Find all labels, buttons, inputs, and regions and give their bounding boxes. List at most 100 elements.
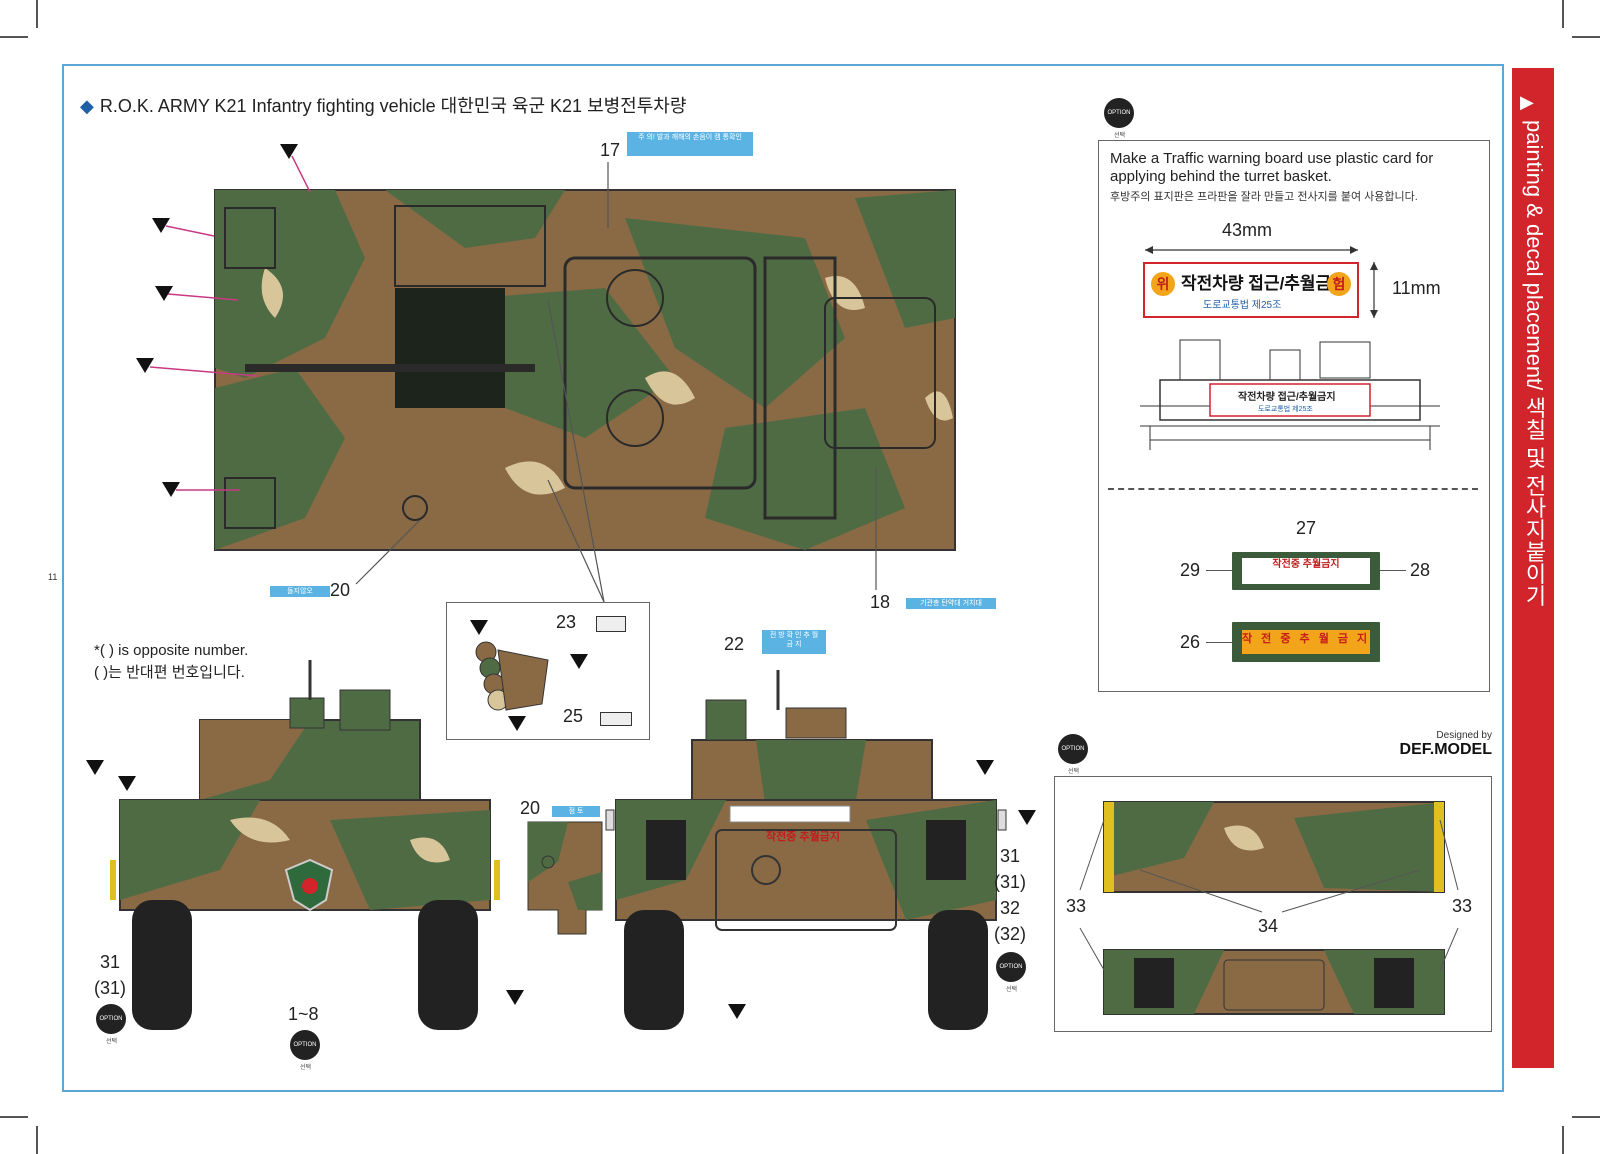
crop-mark — [1562, 1126, 1564, 1154]
instruction-en: Make a Traffic warning board use plastic… — [1110, 150, 1434, 185]
callout-marker — [570, 654, 588, 669]
option-sub-label: 선택 — [106, 1039, 118, 1045]
callout-marker — [728, 1004, 746, 1019]
callout-marker — [162, 482, 180, 497]
part-number-31: 31 — [1000, 846, 1021, 866]
note-line-ko: ( )는 반대편 번호입니다. — [94, 664, 245, 681]
decal-swatch — [596, 616, 626, 632]
part-number-31-opposite: (31) — [94, 978, 127, 998]
option-sub-label: 선택 — [1006, 987, 1018, 993]
divider — [1108, 488, 1478, 490]
danger-left-icon: 위 — [1151, 272, 1175, 296]
designer-credit: Designed by DEF.MODEL — [1380, 730, 1492, 759]
leader-line — [1206, 642, 1232, 643]
opposite-number-note: *( ) is opposite number. ( )는 반대편 번호입니다. — [94, 640, 248, 684]
part-number-27: 27 — [1296, 518, 1317, 538]
option-sub-label: 선택 — [1068, 769, 1080, 775]
option-badge: OPTION — [996, 952, 1026, 982]
note-label: 점 토 — [552, 806, 600, 817]
crop-mark — [36, 1126, 38, 1154]
note-label: 돌지않오 — [270, 586, 330, 597]
note-label: 기관총 탄약대 거치대 — [906, 598, 996, 609]
decal-26-text: 작 전 중 추 월 금 지 — [1242, 630, 1370, 654]
section-tab — [1512, 68, 1554, 1068]
decal-26: 작 전 중 추 월 금 지 — [1232, 622, 1380, 662]
crop-mark — [0, 36, 28, 38]
callout-marker — [508, 716, 526, 731]
section-tab-label: painting & decal placement/ 색칠 및 전사지붙이기 — [1522, 120, 1547, 607]
part-number-31: 31 — [100, 952, 121, 972]
leader-line — [1206, 570, 1232, 571]
decal-swatch — [600, 712, 632, 726]
part-number-29: 29 — [1180, 560, 1201, 580]
crop-mark — [0, 1116, 28, 1118]
part-number-26: 26 — [1180, 632, 1201, 652]
turret-basket-drawing — [1140, 339, 1440, 450]
mini-warning-subtext: 도로교통법 제25조 — [1258, 406, 1313, 413]
part-number-32: 32 — [1000, 898, 1021, 918]
page-title: ◆R.O.K. ARMY K21 Infantry fighting vehic… — [80, 92, 686, 118]
callout-marker — [118, 776, 136, 791]
part-number-22: 22 — [724, 634, 745, 654]
note-line-en: *( ) is opposite number. — [94, 642, 249, 659]
part-number-33: 33 — [1066, 896, 1087, 916]
diamond-icon: ◆ — [80, 96, 94, 116]
detail-panel-20 — [527, 821, 603, 935]
part-number-25: 25 — [563, 706, 584, 726]
callout-marker — [155, 286, 173, 301]
option-badge: OPTION — [1104, 98, 1134, 128]
smoke-launcher-drawing — [475, 641, 549, 711]
part-number-23: 23 — [556, 612, 577, 632]
part-number-31-opposite: (31) — [994, 872, 1027, 892]
decal-27-text: 작전중 추월금지 — [1242, 558, 1370, 584]
vehicle-top-view — [214, 189, 956, 551]
part-number-20: 20 — [330, 580, 351, 600]
rear-plate-drawing — [1103, 801, 1445, 1015]
crop-mark — [1562, 0, 1564, 28]
caution-note: 주 의! 발과 깨해의 손음이 캠 통확인 — [627, 132, 753, 156]
warning-board-subtext: 도로교통법 제25조 — [1203, 300, 1282, 311]
mini-warning-text: 작전차량 접근/추월금지 — [1238, 392, 1336, 403]
part-number-1-8: 1~8 — [288, 1004, 319, 1024]
instruction-ko: 후방주의 표지판은 프라판을 잘라 만들고 전사지를 붙여 사용합니다. — [1110, 191, 1418, 203]
part-number-33: 33 — [1452, 896, 1473, 916]
vehicle-rear-view — [605, 670, 1007, 1030]
crop-mark — [36, 0, 38, 28]
rear-warning-decal: 작전중 추월금지 — [766, 831, 840, 843]
crop-mark — [1572, 36, 1600, 38]
callout-marker — [976, 760, 994, 775]
option-badge: OPTION — [290, 1030, 320, 1060]
decal-27: 작전중 추월금지 — [1232, 552, 1380, 590]
danger-right-icon: 험 — [1327, 272, 1351, 296]
part-number-34: 34 — [1258, 916, 1279, 936]
page-title-text: R.O.K. ARMY K21 Infantry fighting vehicl… — [99, 96, 687, 116]
crop-mark — [1572, 1116, 1600, 1118]
callout-marker — [136, 358, 154, 373]
warning-board-decal: 위 작전차량 접근/추월금지 도로교통법 제25조 험 — [1143, 262, 1359, 318]
callout-marker — [280, 144, 298, 159]
warning-board-text: 작전차량 접근/추월금지 — [1181, 274, 1347, 293]
callout-marker — [506, 990, 524, 1005]
callout-marker — [152, 218, 170, 233]
option-badge: OPTION — [96, 1004, 126, 1034]
note-label: 전 방 확 인 추 월 금 지 — [762, 630, 826, 654]
callout-marker — [86, 760, 104, 775]
width-dimension: 43mm — [1222, 220, 1273, 240]
instruction-frame — [62, 64, 1504, 1092]
leader-line — [1380, 570, 1406, 571]
part-number-20-detail: 20 — [520, 798, 541, 818]
part-number-32-opposite: (32) — [994, 924, 1027, 944]
vehicle-front-view — [110, 660, 500, 1030]
page-number: 11 — [48, 572, 58, 582]
callout-marker — [470, 620, 488, 635]
part-number-18: 18 — [870, 592, 891, 612]
option-sub-label: 선택 — [300, 1065, 312, 1071]
height-dimension: 11mm — [1392, 278, 1441, 298]
tab-arrow-icon: ▶ — [1520, 92, 1534, 112]
callout-marker — [1018, 810, 1036, 825]
designed-by-label: Designed by — [1436, 730, 1492, 741]
brand-logo: DEF.MODEL — [1399, 741, 1492, 758]
